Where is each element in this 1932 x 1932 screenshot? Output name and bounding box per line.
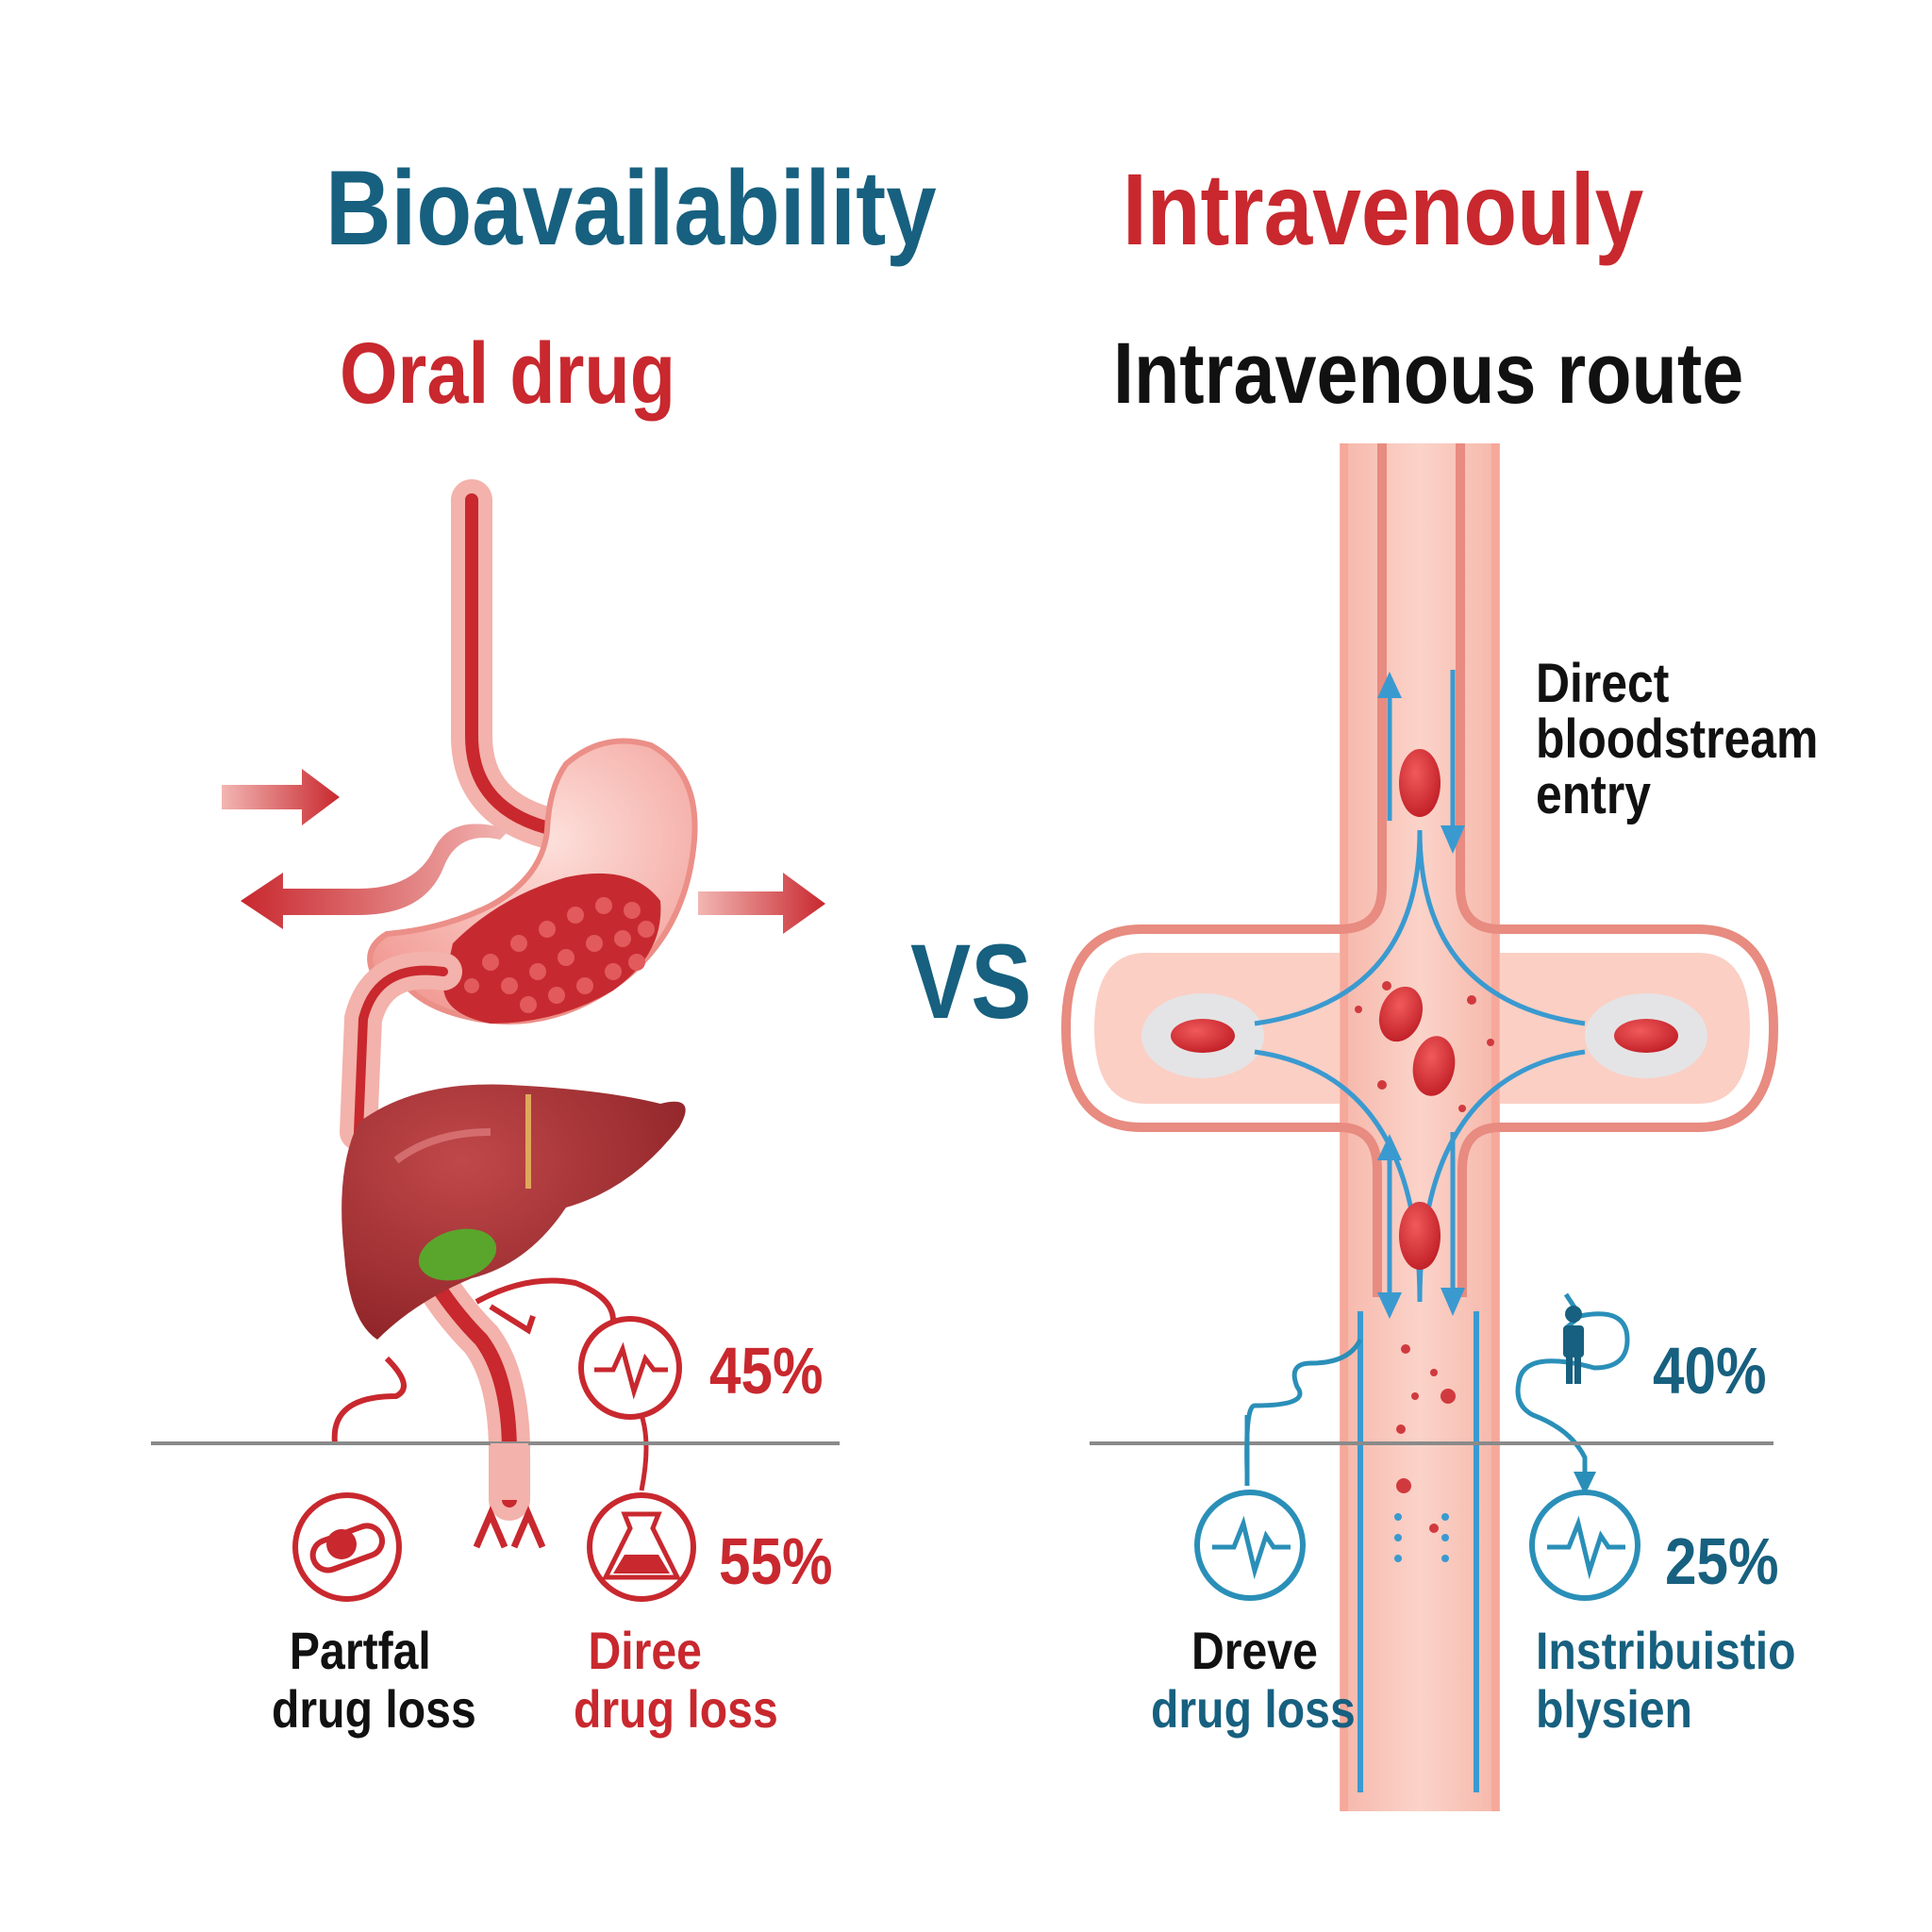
iv-label-right-line2: blysien [1536,1679,1692,1739]
iv-label-right: Instribuistio blysien [1536,1624,1796,1736]
iv-stat-top: 40% [1653,1334,1767,1407]
iv-entry-label: Direct bloodstream entry [1536,653,1819,826]
vs-label: VS [910,923,1032,1041]
right-title: Intravenouly [1123,152,1644,266]
oral-label-left-line2: drug loss [272,1679,476,1739]
oral-label-left-line1: Partfal [289,1621,431,1680]
recycle-arrow-icon [1515,1311,1630,1476]
gallbladder [418,1228,497,1281]
iv-stat-bottom: 25% [1665,1524,1779,1598]
iv-entry-line3: entry [1536,764,1651,826]
oral-anatomy [222,479,825,1660]
flask-icon [587,1492,696,1602]
red-blood-cell [1399,749,1441,817]
person-icon [1563,1306,1584,1384]
oral-stat-bottom: 55% [719,1524,833,1598]
liver [341,1084,686,1340]
oral-stat-top: 45% [709,1334,824,1407]
arrow-out-right [698,873,825,934]
iv-label-right-line1: Instribuistio [1536,1621,1796,1680]
oral-label-right: Diree drug loss [574,1624,778,1736]
iv-entry-line1: Direct [1536,653,1670,714]
left-subtitle: Oral drug [340,325,676,422]
arrow-in-top [222,769,340,825]
oral-label-left: Partfal drug loss [272,1624,476,1736]
arrow-out-left [241,824,509,929]
heart-rate-icon [578,1316,682,1420]
oral-label-right-line1: Diree [588,1621,702,1680]
heart-rate-icon-iv-right [1529,1490,1641,1601]
oral-label-right-line2: drug loss [574,1679,778,1739]
iv-label-left-line2: drug loss [1151,1679,1356,1739]
iv-entry-line2: bloodstream [1536,708,1819,771]
iv-label-left: Dreve drug loss [1151,1624,1356,1736]
pill-capsule-icon [292,1492,402,1602]
heart-rate-icon-iv-left [1194,1490,1306,1601]
iv-label-left-line1: Dreve [1191,1621,1318,1680]
right-subtitle: Intravenous route [1113,325,1744,422]
vertical-vessel [1340,443,1500,1811]
vein-cross [1060,443,1779,1811]
left-title: Bioavailability [325,149,937,267]
